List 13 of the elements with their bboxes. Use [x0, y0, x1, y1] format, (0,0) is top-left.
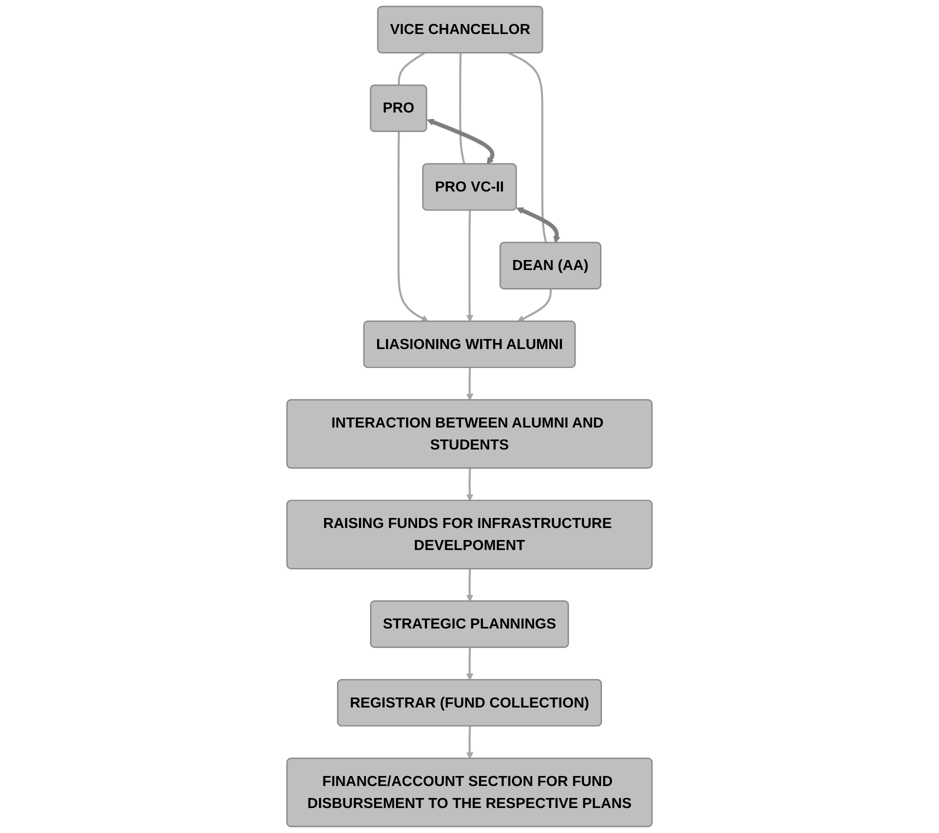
connector — [508, 52, 548, 244]
connector — [459, 53, 466, 164]
arrow — [466, 568, 474, 602]
arrow — [466, 210, 474, 322]
arrow — [466, 726, 474, 760]
arrow — [516, 207, 560, 244]
arrow — [517, 289, 552, 322]
arrow — [466, 468, 474, 502]
arrow — [466, 648, 474, 680]
connector — [398, 52, 425, 86]
arrow — [398, 132, 429, 322]
arrow — [426, 118, 494, 165]
arrow — [466, 368, 474, 401]
